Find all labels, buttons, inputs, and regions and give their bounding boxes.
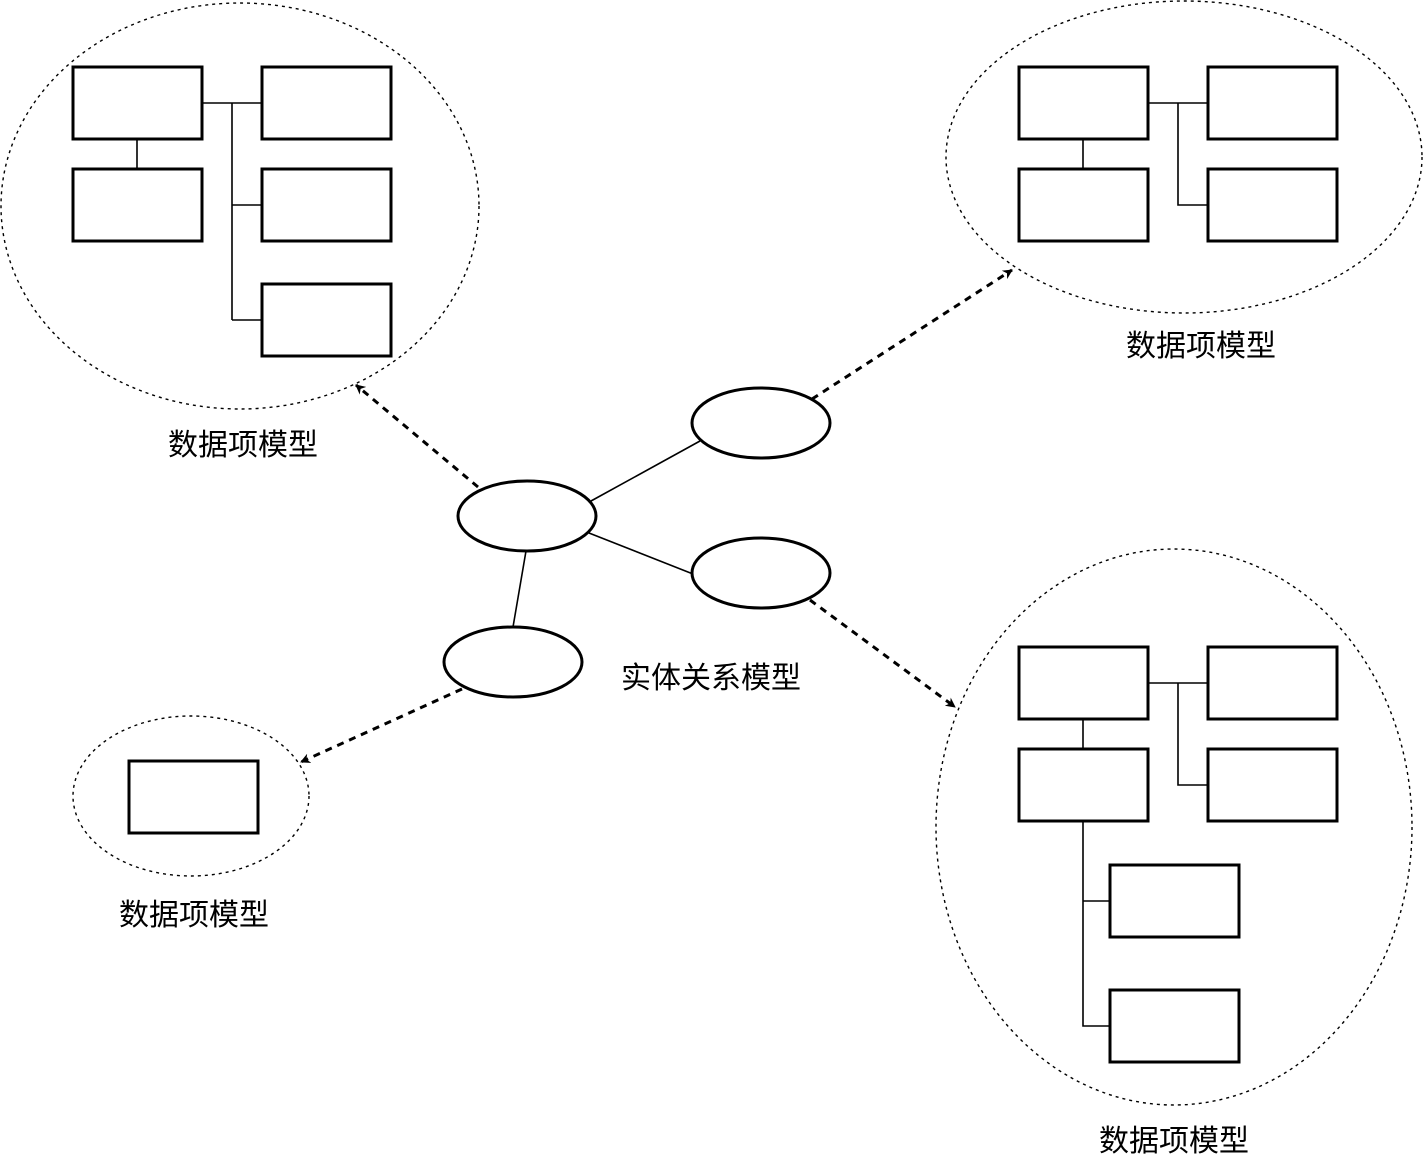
group-boundary xyxy=(0,2,480,410)
group-label: 数据项模型 xyxy=(1099,1124,1249,1159)
tree-connector xyxy=(1082,102,1208,206)
entity-oval xyxy=(690,536,832,610)
data-item-box xyxy=(1206,645,1339,721)
group-label: 数据项模型 xyxy=(1126,329,1276,364)
group-label: 数据项模型 xyxy=(168,428,318,463)
mapping-arrow xyxy=(809,598,956,709)
mapping-arrows xyxy=(300,268,1013,764)
mapping-arrow xyxy=(355,383,479,489)
data-item-box xyxy=(1206,167,1339,243)
data-item-box xyxy=(260,167,393,243)
data-item-box xyxy=(1017,65,1150,141)
relationship-line xyxy=(512,550,527,628)
data-item-box xyxy=(127,759,260,835)
data-item-box xyxy=(1206,747,1339,823)
data-model-group-bottom-right: 数据项模型 xyxy=(935,548,1413,1159)
tree-connector xyxy=(1082,682,1208,1027)
mapping-arrow xyxy=(300,687,463,764)
entity-oval xyxy=(690,386,832,460)
data-model-group-bottom-left: 数据项模型 xyxy=(72,715,310,933)
data-item-box xyxy=(71,167,204,243)
data-item-box xyxy=(1017,747,1150,823)
mapping-arrow xyxy=(811,268,1013,401)
data-model-group-top-left: 数据项模型 xyxy=(0,2,480,463)
group-label: 数据项模型 xyxy=(119,898,269,933)
group-boundary xyxy=(72,715,310,877)
entity-relationship-model: 实体关系模型 xyxy=(442,386,832,699)
tree-connector xyxy=(136,102,262,321)
relationship-line xyxy=(588,532,694,575)
data-item-box xyxy=(1206,65,1339,141)
data-item-box xyxy=(71,65,204,141)
relationship-lines xyxy=(512,440,701,628)
data-item-box xyxy=(260,282,393,358)
data-item-box xyxy=(260,65,393,141)
data-item-box xyxy=(1108,988,1241,1064)
entity-relationship-label: 实体关系模型 xyxy=(621,661,801,696)
group-boundary xyxy=(945,0,1423,314)
relationship-line xyxy=(590,440,701,502)
entity-oval xyxy=(442,625,584,699)
data-model-group-top-right: 数据项模型 xyxy=(945,0,1423,364)
data-item-box xyxy=(1017,645,1150,721)
entity-oval xyxy=(456,479,598,553)
data-item-box xyxy=(1108,863,1241,939)
group-boundary xyxy=(935,548,1413,1106)
data-item-box xyxy=(1017,167,1150,243)
